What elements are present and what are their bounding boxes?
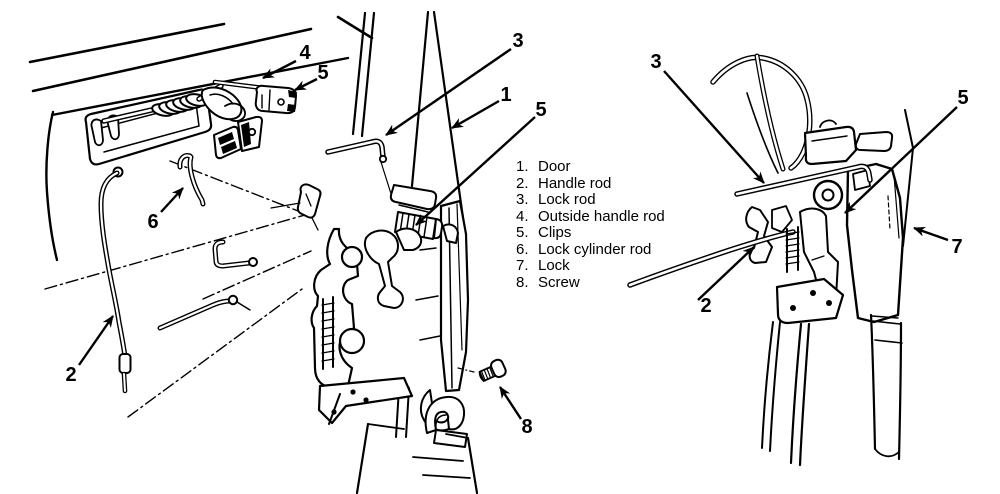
legend-label: Handle rod (538, 174, 612, 192)
legend-label: Lock rod (538, 191, 596, 208)
door-shut-face-center (328, 393, 479, 494)
parts-legend: 1. Door 2. Handle rod 3. Lock rod 4. Outside… (516, 158, 665, 292)
arrow-3-center (385, 48, 512, 136)
legend-label: Screw (538, 273, 580, 291)
intermediate-bent-rods (157, 239, 258, 331)
legend-item-lock: 7. Lock (516, 257, 665, 275)
mounting-screw (457, 358, 507, 382)
arrow-3-right (663, 70, 765, 184)
callout-lock-rod-right: 3 (650, 51, 662, 73)
lock-rod-center (325, 138, 393, 198)
legend-item-handle-rod: 2. Handle rod (516, 174, 665, 193)
callout-lock-cylinder-rod: 6 (147, 211, 159, 233)
callout-lock-rod-center: 3 (512, 30, 524, 52)
arrow-5-right (844, 106, 958, 214)
cable-arc-and-rods (710, 53, 813, 174)
legend-item-lock-cylinder-rod: 6. Lock cylinder rod (516, 240, 665, 259)
legend-item-door: 1. Door (516, 158, 665, 176)
callout-outside-handle-rod: 4 (299, 42, 311, 64)
pillar-line (902, 109, 914, 247)
legend-number: 8. (516, 273, 529, 291)
callout-lock: 7 (951, 236, 963, 258)
arrow-2-left (78, 315, 114, 366)
callout-door: 1 (500, 84, 512, 106)
door-top-edge-lines (28, 15, 374, 262)
door-frame-lines (351, 10, 467, 438)
left-door-panel-diagram (28, 15, 374, 418)
lock-cylinder-rod (177, 153, 206, 207)
handle-spring-assembly (101, 83, 246, 124)
callout-handle-rod-left: 2 (65, 364, 77, 386)
arrow-1-center (451, 99, 500, 130)
callout-clip-left: 5 (317, 62, 329, 84)
callout-clip-center: 5 (535, 99, 547, 121)
legend-number: 2. (516, 174, 529, 192)
legend-label: Door (538, 158, 571, 175)
right-latch-diagram (627, 53, 914, 467)
door-shut-face-right (761, 313, 903, 467)
callout-clip-right: 5 (957, 87, 969, 109)
arrow-8-center (498, 386, 523, 420)
legend-number: 4. (516, 207, 529, 225)
legend-number: 7. (516, 257, 529, 274)
legend-number: 3. (516, 191, 529, 208)
callout-screw: 8 (521, 416, 533, 438)
arrow-5-left (294, 77, 318, 92)
callout-handle-rod-right: 2 (700, 295, 712, 317)
arrow-2-right (697, 246, 755, 301)
legend-label: Clips (538, 224, 572, 241)
legend-item-outside-handle-rod: 4. Outside handle rod (516, 207, 665, 226)
legend-label: Lock cylinder rod (538, 240, 652, 258)
arrow-5-center (415, 116, 536, 226)
handle-rod-left (98, 166, 132, 394)
legend-item-lock-rod: 3. Lock rod (516, 191, 665, 209)
arrow-4-left (262, 59, 297, 80)
legend-number: 5. (516, 224, 529, 241)
legend-item-clips: 5. Clips (516, 224, 665, 242)
arrow-7-right (913, 226, 949, 242)
legend-label: Lock (538, 257, 570, 274)
legend-number: 1. (516, 158, 529, 175)
callout-arrows (78, 48, 958, 420)
legend-number: 6. (516, 240, 529, 258)
legend-item-screw: 8. Screw (516, 273, 665, 292)
hidden-edge-dash-lines (44, 160, 313, 418)
lock-cylinder-cams (213, 115, 263, 160)
clip-left (254, 84, 297, 115)
arrow-6-left (160, 187, 184, 213)
legend-label: Outside handle rod (538, 207, 665, 225)
latch-assembly-right (627, 119, 905, 325)
